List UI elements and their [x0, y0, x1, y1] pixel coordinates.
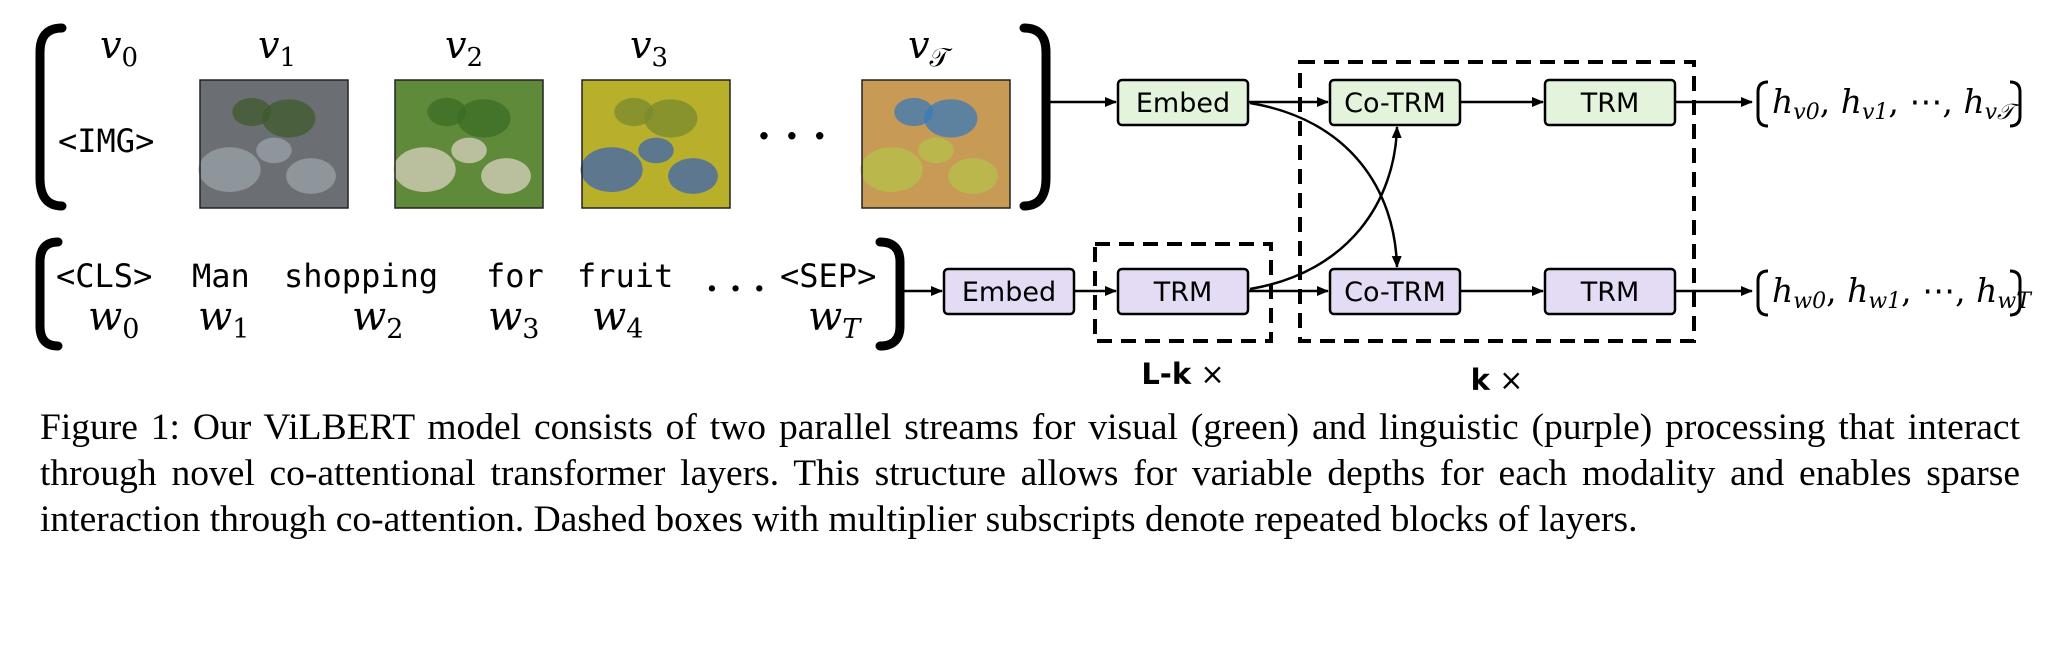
visual-embed-label: Embed	[1136, 88, 1230, 119]
word-w2: w2	[352, 294, 403, 345]
linguistic-cotrm-label: Co-TRM	[1344, 277, 1446, 308]
linguistic-output-text: hw0, hw1, ⋯, hwT	[1772, 271, 2033, 314]
linguistic-ellipsis: · · ·	[706, 269, 765, 309]
visual-output-left-paren	[1756, 80, 1769, 128]
token-v3: v3	[630, 23, 668, 73]
visual-left-bracket	[35, 23, 67, 211]
linguistic-output-right-paren	[2009, 269, 2022, 317]
multiplier-lk: L-k ×	[1141, 357, 1224, 391]
figure-caption: Figure 1: Our ViLBERT model consists of …	[40, 407, 2020, 540]
token-sep: <SEP>	[780, 257, 876, 295]
visual-cotrm-label: Co-TRM	[1344, 88, 1446, 119]
word-w0: w0	[88, 294, 139, 345]
fruit-crate-photo	[580, 79, 731, 209]
linguistic-right-bracket	[875, 237, 905, 351]
token-vT: v𝒯	[908, 23, 952, 73]
visual-output-right-paren	[2009, 80, 2022, 128]
market-vendor-photo	[198, 79, 349, 209]
word-w4: w4	[592, 294, 643, 345]
word-w3: w3	[488, 294, 539, 345]
token-man: Man	[192, 257, 250, 295]
repeat-box-k	[1298, 60, 1696, 343]
token-cls: <CLS>	[56, 257, 152, 295]
word-wT: wT	[808, 294, 862, 345]
token-shopping: shopping	[284, 257, 438, 295]
linguistic-embed-label: Embed	[962, 277, 1056, 308]
image-regions	[198, 79, 1011, 209]
visual-right-bracket	[1019, 23, 1051, 211]
linguistic-left-bracket	[35, 237, 63, 351]
visual-output-text: hv0, hv1, ⋯, hv𝒯	[1772, 82, 2021, 125]
linguistic-trm2-label: TRM	[1580, 277, 1640, 308]
cross-arrow-visual-to-linguistic	[1249, 101, 1402, 268]
token-v1: v1	[258, 23, 296, 73]
linguistic-trm-label: TRM	[1153, 277, 1213, 308]
visual-trm-label: TRM	[1580, 88, 1640, 119]
token-v0: v0	[100, 23, 138, 73]
onion-crate-photo	[860, 79, 1011, 209]
vilbert-diagram: v0 v1 v2 v3 v𝒯 <IMG> · · · <CLS> Man sho…	[35, 23, 2033, 397]
visual-ellipsis: · · ·	[757, 113, 827, 160]
cross-arrow-linguistic-to-visual	[1249, 126, 1402, 291]
multiplier-k: k ×	[1471, 363, 1524, 397]
repeat-box-lk	[1093, 242, 1273, 343]
img-token: <IMG>	[58, 122, 154, 160]
token-for: for	[486, 257, 544, 295]
token-v2: v2	[445, 23, 483, 73]
linguistic-output-left-paren	[1756, 269, 1769, 317]
word-w1: w1	[198, 294, 249, 345]
price-sign-photo	[393, 79, 544, 209]
token-fruit: fruit	[577, 257, 673, 295]
